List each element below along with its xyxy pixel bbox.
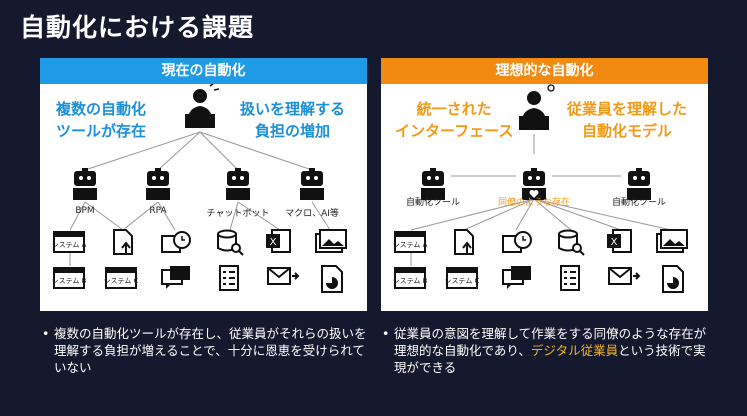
bullet-dot: • [382,326,390,341]
bullet-text-pre: 従業員の意図を理解して作業をする同僚のような存在が理想的な自動化であり、 [394,326,707,358]
caption-employee-model: 従業員を理解した 自動化モデル [567,98,687,142]
caption-line: 統一された [416,100,492,118]
database-search-icon [558,229,585,256]
caption-line: ツールが存在 [56,122,147,140]
bullet-dot: • [42,326,50,341]
window-tile-label-b: システム B [392,277,428,285]
robot-label-bpm: BPM [75,206,95,216]
ideal-automation-header: 理想的な自動化 [381,58,708,84]
window-tile-label-c: システム C [444,277,480,285]
bullet-text: 複数の自動化ツールが存在し、従業員がそれらの扱いを理解する負担が増えることで、十… [54,326,367,375]
current-automation-header: 現在の自動化 [40,58,367,84]
current-automation-diagram: X [53,84,347,293]
calendar-clock-icon [161,231,191,253]
ideal-automation-bullet: • 従業員の意図を理解して作業をする同僚のような存在が理想的な自動化であり、デジ… [382,325,712,376]
window-tile-label-a: システム A [51,241,87,249]
digital-employee-highlight: デジタル従業員 [530,343,619,358]
svg-text:X: X [611,237,618,248]
employee-icon [185,84,220,128]
caption-line: 扱いを理解する [240,100,346,118]
bullet-text-post: という技術で実現ができる [394,343,706,375]
excel-icon: X [607,229,632,253]
caption-multiple-tools: 複数の自動化 ツールが存在 [56,98,146,142]
caption-line: 自動化モデル [582,122,673,140]
caption-line: 負担の増加 [255,122,331,140]
mail-send-icon [608,267,641,285]
excel-icon: X [266,229,291,253]
bullet-text: 従業員の意図を理解して作業をする同僚のような存在が理想的な自動化であり、デジタル… [382,325,712,376]
report-chart-icon [321,265,343,293]
checklist-icon [560,265,580,291]
database-search-icon [217,229,244,256]
robot-label-macro-ai: マクロ、AI等 [285,209,339,219]
system-window-icon-c [446,267,478,289]
image-gallery-icon [315,229,347,253]
robot-label-rpa: RPA [149,206,167,216]
ideal-automation-panel: 理想的な自動化 [381,58,708,311]
window-tile-label-c: システム C [103,277,139,285]
document-upload-icon [113,229,133,255]
checklist-icon [219,265,239,291]
robot-label-tool-left: 自動化ツール [405,198,460,208]
caption-unified-interface: 統一された インターフェース [395,98,513,142]
robot-label-chatbot: チャットボット [206,209,270,219]
chat-bubbles-icon [161,266,190,289]
caption-increased-burden: 扱いを理解する 負担の増加 [240,98,345,142]
system-window-icon-b [53,267,85,289]
caption-line: 従業員を理解した [567,100,688,118]
robot-icon-rpa [146,168,170,200]
report-chart-icon [662,265,684,293]
robot-icon-colleague [522,168,546,200]
current-automation-bullet: • 複数の自動化ツールが存在し、従業員がそれらの扱いを理解する負担が増えることで… [42,325,368,376]
system-window-icon-a [53,231,85,253]
robot-icon-chatbot [226,168,250,200]
svg-text:X: X [270,237,277,248]
chat-bubbles-icon [502,266,531,289]
image-gallery-icon [656,229,688,253]
robot-icon-tool-left [421,168,445,200]
window-tile-label-b: システム B [51,277,87,285]
robot-label-tool-right: 自動化ツール [611,198,666,208]
caption-line: 複数の自動化 [56,100,147,118]
calendar-clock-icon [502,231,532,253]
employee-idea-icon [519,84,555,130]
robot-label-colleague: 同僚のような存在 [497,198,570,208]
mail-send-icon [267,267,300,285]
robot-icon-tool-right [627,168,651,200]
slide-title: 自動化における課題 [20,13,255,42]
system-window-icon-b [394,267,426,289]
system-window-icon-c [105,267,137,289]
robot-icon-bpm [73,168,97,200]
ideal-automation-diagram: X [394,84,688,293]
robot-icon-macro-ai [300,168,324,200]
document-upload-icon [454,229,474,255]
caption-line: インターフェース [395,122,514,140]
window-tile-label-a: システム A [392,241,428,249]
system-window-icon-a [394,231,426,253]
current-automation-panel: 現在の自動化 [40,58,367,311]
